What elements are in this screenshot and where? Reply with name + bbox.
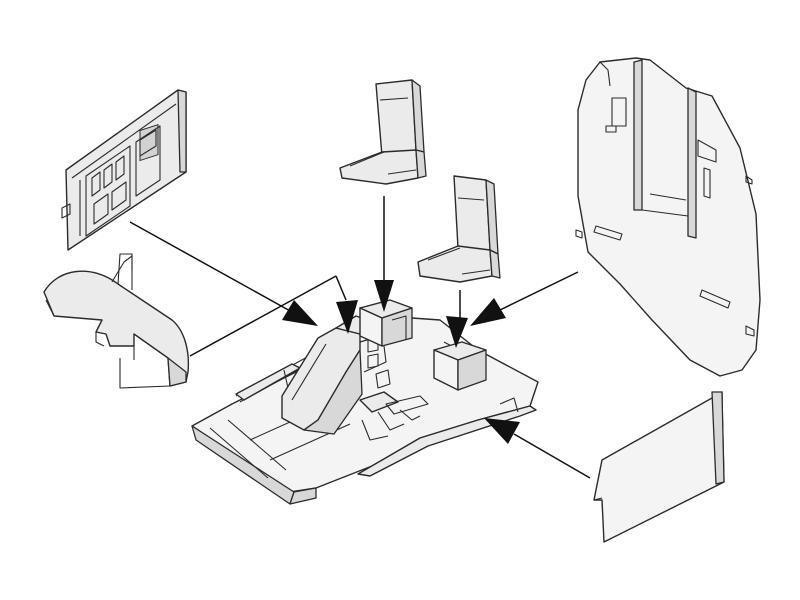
arrowhead-seat-upper [374, 280, 394, 312]
floor-panel-part [593, 391, 725, 543]
arrowhead-side-wall [470, 298, 506, 326]
seat-lower-part [417, 175, 501, 283]
side-wall-part [575, 57, 761, 377]
arrowhead-seat-lower [446, 316, 468, 348]
leader-panel-coaming [189, 275, 337, 357]
seat-mount-box-rear [359, 299, 413, 347]
arrowhead-floor-panel [484, 418, 520, 444]
seat-upper-part [339, 79, 427, 185]
leader-side-wall [499, 271, 579, 311]
panel-coaming-part [43, 253, 190, 389]
arrowhead-instrument-panel [282, 300, 318, 326]
instrument-panel-part [61, 89, 187, 251]
seat-mount-box-front [433, 341, 487, 391]
arrowhead-panel-coaming [336, 300, 358, 334]
cockpit-floor-part [191, 317, 539, 505]
leader-instrument-panel [129, 221, 293, 313]
leader-lines [129, 196, 591, 479]
leader-floor-panel [513, 433, 591, 479]
